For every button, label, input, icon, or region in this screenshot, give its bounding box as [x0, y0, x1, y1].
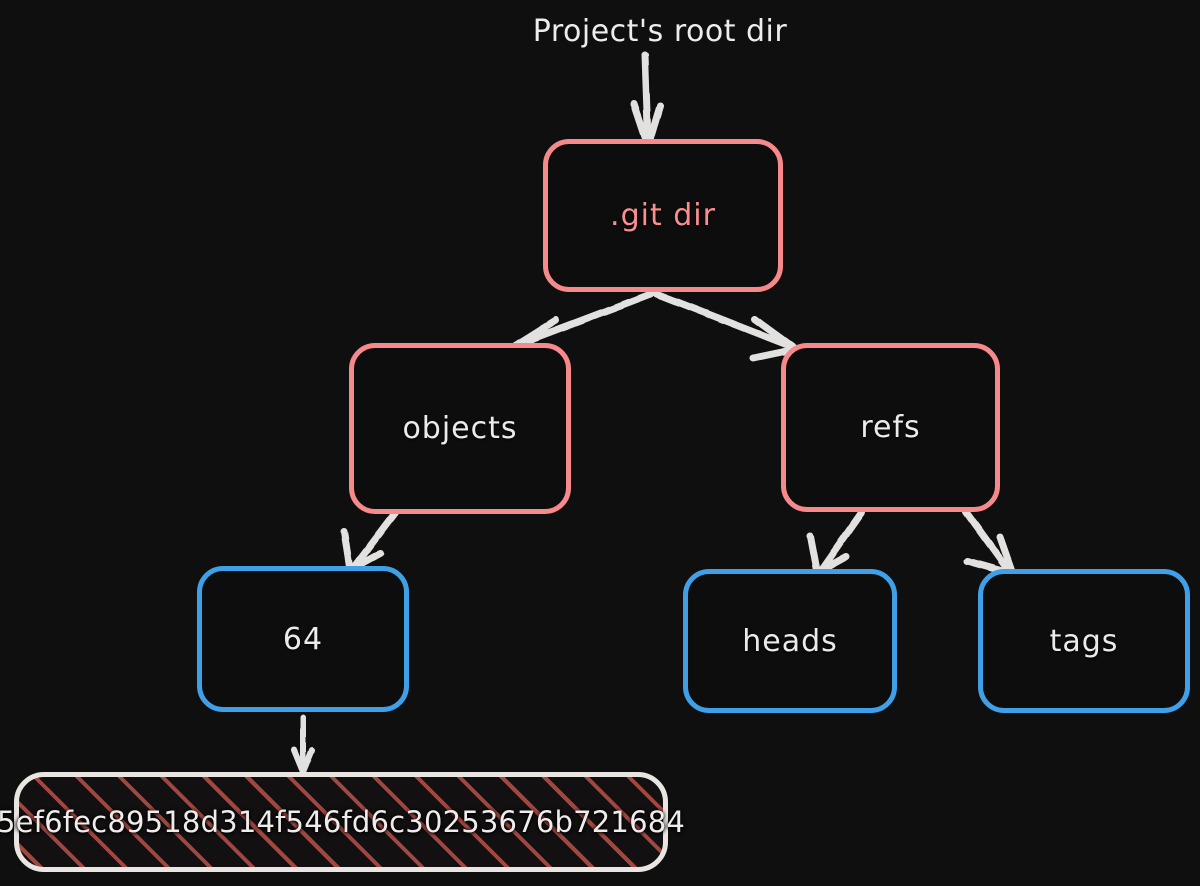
node-git-dir-label: .git dir — [610, 198, 716, 233]
node-tags-label: tags — [1049, 623, 1119, 659]
node-refs-label: refs — [860, 410, 921, 445]
node-heads[interactable]: heads — [683, 569, 897, 713]
node-object-hash-label: 5ef6fec89518d314f546fd6c30253676b721684 — [0, 805, 686, 839]
node-tags[interactable]: tags — [978, 569, 1190, 713]
node-objects-label: objects — [402, 411, 518, 446]
node-object-hash[interactable]: 5ef6fec89518d314f546fd6c30253676b721684 — [0, 772, 685, 872]
node-git-dir[interactable]: .git dir — [543, 139, 783, 292]
node-heads-label: heads — [742, 623, 838, 659]
edge-64-to-hash — [291, 714, 315, 775]
node-64-label: 64 — [282, 621, 324, 657]
edge-refs-to-heads — [806, 508, 866, 577]
edge-objects-to-64 — [340, 504, 403, 574]
node-objects[interactable]: objects — [349, 343, 571, 514]
edge-title-to-gitdir — [630, 51, 664, 150]
edge-refs-to-tags — [962, 508, 1017, 578]
node-64[interactable]: 64 — [197, 566, 409, 712]
node-refs[interactable]: refs — [781, 343, 1000, 512]
edge-gitdir-to-refs — [653, 290, 800, 362]
page-title: Project's root dir — [532, 14, 788, 49]
